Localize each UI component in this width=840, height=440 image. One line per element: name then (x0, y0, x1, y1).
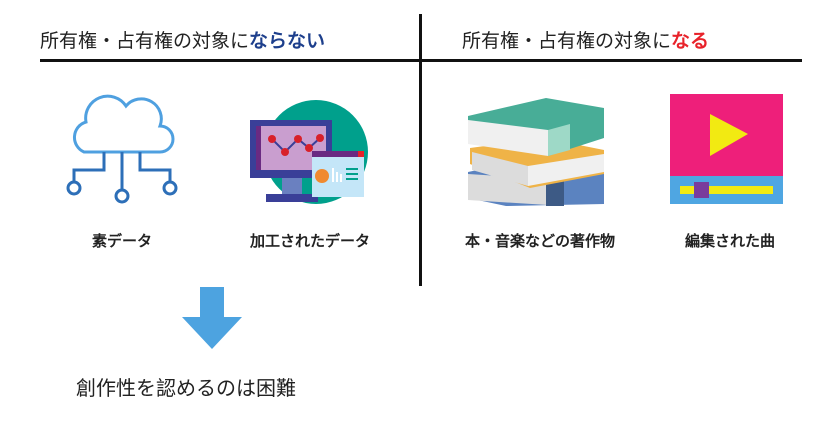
left-heading: 所有権・占有権の対象にならない (40, 26, 325, 53)
left-heading-prefix: 所有権・占有権の対象に (40, 30, 250, 52)
item-label-processed-data: 加工されたデータ (249, 232, 370, 250)
books-icon (468, 98, 604, 206)
right-heading-emphasis: なる (671, 30, 710, 52)
vertical-divider (419, 14, 422, 286)
conclusion-text: 創作性を認めるのは困難 (76, 376, 296, 400)
cloud-network-icon (66, 94, 178, 204)
item-label-raw-data: 素データ (91, 232, 152, 250)
right-heading-prefix: 所有権・占有権の対象に (462, 30, 672, 52)
left-heading-emphasis: ならない (249, 30, 326, 52)
down-arrow-icon (182, 287, 242, 349)
video-player-icon (670, 94, 783, 204)
right-heading: 所有権・占有権の対象になる (462, 26, 709, 53)
item-label-works: 本・音楽などの著作物 (464, 232, 615, 250)
item-label-edited-song: 編集された曲 (684, 232, 775, 250)
data-monitor-icon (250, 100, 368, 204)
